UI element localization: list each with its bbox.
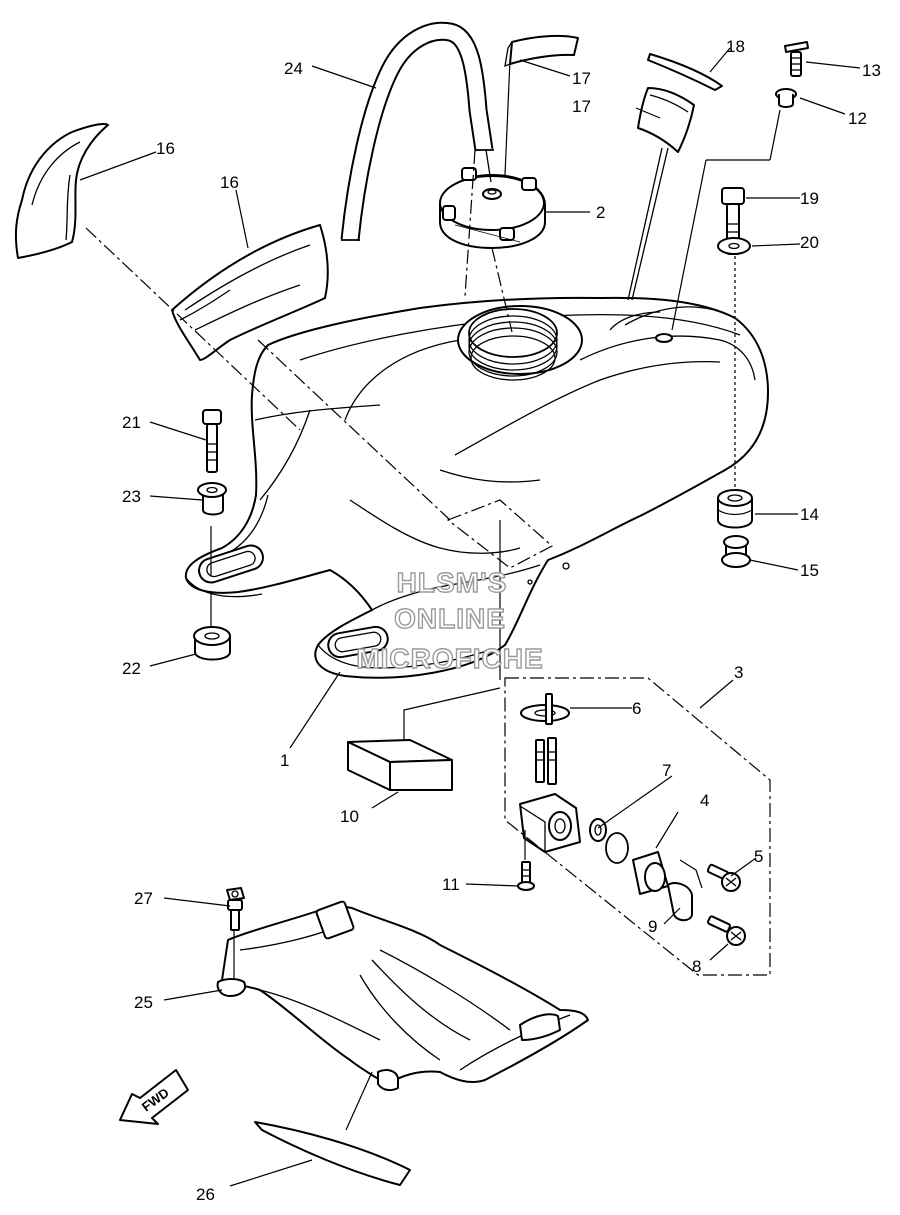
callout-22: 22 (122, 659, 141, 678)
callout-4: 4 (700, 791, 709, 810)
fuel-cap (439, 167, 546, 249)
pad-16-right (171, 224, 329, 361)
pad-10 (347, 739, 453, 791)
callout-23: 23 (122, 487, 141, 506)
callout-6: 6 (632, 699, 641, 718)
callout-20: 20 (800, 233, 819, 252)
breather-hose (340, 21, 494, 241)
pad-18 (647, 53, 723, 91)
pad-17-mid (637, 87, 695, 153)
callout-16b: 16 (220, 173, 239, 192)
callout-10: 10 (340, 807, 359, 826)
bolt-21 (202, 409, 222, 473)
callout-26: 26 (196, 1185, 215, 1204)
svg-text:MICROFICHE: MICROFICHE (356, 643, 543, 674)
pad-16-left (14, 122, 109, 259)
callout-11: 11 (442, 875, 460, 894)
callout-17b: 17 (572, 97, 591, 116)
collar-12 (775, 88, 797, 108)
damper-22 (193, 626, 231, 661)
callout-27: 27 (134, 889, 153, 908)
fuel-cock-assembly (517, 693, 746, 946)
callout-14: 14 (800, 505, 819, 524)
callout-15: 15 (800, 561, 819, 580)
callout-3: 3 (734, 663, 743, 682)
svg-text:HLSM'S: HLSM'S (397, 567, 508, 598)
connection-lines (85, 109, 781, 1131)
callout-12: 12 (848, 109, 867, 128)
bolt-13 (784, 41, 809, 77)
collar-15 (721, 535, 751, 568)
washer-20 (717, 237, 751, 255)
callout-1: 1 (280, 751, 289, 770)
collar-23 (197, 482, 227, 516)
callout-13: 13 (862, 61, 881, 80)
callout-5: 5 (754, 847, 763, 866)
pad-26 (254, 1121, 411, 1186)
leader-lines (79, 47, 861, 1187)
callout-9: 9 (648, 917, 657, 936)
callout-24: 24 (284, 59, 303, 78)
pad-17-top (504, 34, 579, 68)
tank-guard (216, 900, 589, 1092)
svg-text:ONLINE: ONLINE (394, 603, 506, 634)
callout-21: 21 (122, 413, 141, 432)
callout-19: 19 (800, 189, 819, 208)
bolt-27 (226, 887, 245, 931)
fuel-tank (184, 296, 769, 679)
callout-18: 18 (726, 37, 745, 56)
watermark: HLSM'S ONLINE MICROFICHE (356, 566, 544, 674)
callout-25: 25 (134, 993, 153, 1012)
callout-8: 8 (692, 957, 701, 976)
callout-labels: 1 2 3 4 5 6 7 8 9 10 11 12 13 14 15 16 1… (122, 37, 881, 1204)
fwd-arrow-icon: FWD (119, 1069, 189, 1125)
callout-16a: 16 (156, 139, 175, 158)
callout-17a: 17 (572, 69, 591, 88)
damper-14 (717, 489, 753, 529)
callout-2: 2 (596, 203, 605, 222)
callout-7: 7 (662, 761, 671, 780)
